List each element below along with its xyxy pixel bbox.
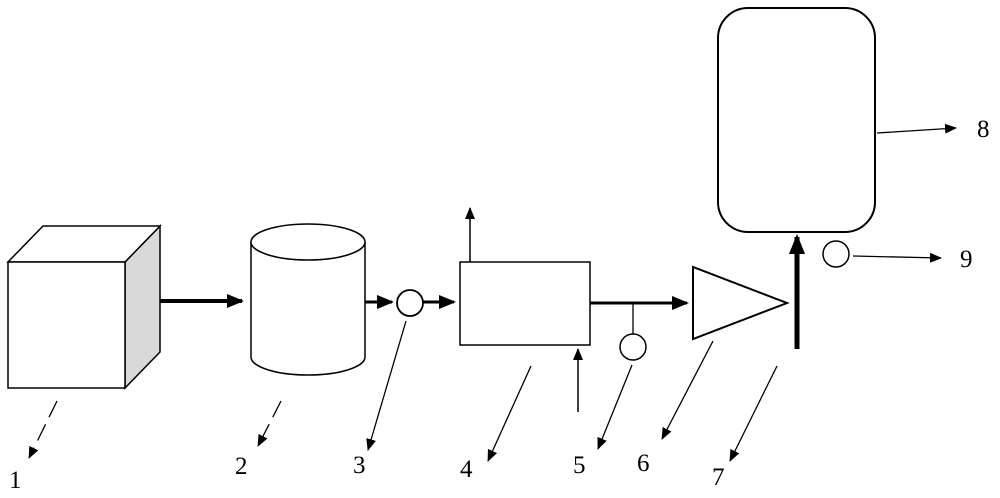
component-5-circle-sensor (619, 333, 647, 361)
label-leader-5 (597, 364, 633, 450)
label-7: 7 (712, 464, 725, 491)
cube-front-face (7, 261, 126, 389)
label-leader-1 (28, 400, 58, 459)
cylinder-body (250, 242, 366, 376)
label-3: 3 (353, 452, 366, 479)
component-1-cube (6, 224, 162, 390)
label-leader-8 (876, 123, 957, 134)
component-3-circle-valve (396, 289, 424, 317)
component-8-vessel (717, 7, 876, 233)
label-leader-2 (257, 400, 282, 447)
label-5: 5 (573, 452, 586, 479)
label-6: 6 (637, 450, 650, 477)
component-9-circle-valve (822, 240, 850, 268)
label-9: 9 (960, 246, 973, 273)
label-leader-7 (729, 365, 778, 462)
cylinder-top (250, 223, 366, 261)
label-4: 4 (460, 456, 473, 483)
component-6-triangle-nozzle (692, 265, 790, 341)
label-leader-4 (487, 365, 532, 462)
label-leader-3 (366, 320, 407, 451)
label-2: 2 (235, 453, 248, 480)
label-leader-6 (661, 340, 714, 440)
label-leader-9 (852, 252, 942, 263)
component-4-box-unit (459, 261, 591, 346)
label-8: 8 (977, 116, 990, 143)
label-1: 1 (9, 467, 22, 494)
component-2-cylinder (250, 223, 366, 376)
